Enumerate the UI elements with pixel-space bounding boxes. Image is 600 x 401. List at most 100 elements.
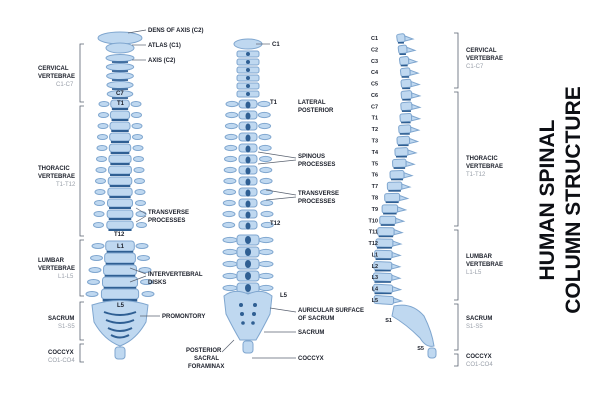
front-brackets [79, 43, 84, 363]
side-spinous-process [409, 69, 420, 76]
side-disc [383, 212, 397, 215]
back-transverse-left [225, 100, 239, 108]
front-cervical-vertebra [106, 81, 134, 89]
back-sacral-foramina [239, 303, 257, 325]
front-thoracic-disc [111, 119, 129, 121]
side-vertebra-label: T8 [372, 195, 378, 201]
back-marker-l5: L5 [280, 293, 288, 299]
back-lumbar-transverse-left [222, 260, 238, 268]
back-thoracic-spinous [245, 222, 251, 230]
side-disc [399, 53, 406, 55]
side-coccyx [427, 347, 437, 359]
side-vertebra-body [399, 67, 411, 77]
front-transverse-right [135, 200, 146, 206]
back-transverse-left [224, 144, 238, 152]
front-region-thoracic-range: T1-T12 [56, 182, 76, 188]
back-lumbar-spinous [245, 260, 251, 268]
marker-t12: T12 [114, 232, 125, 238]
front-thoracic-disc [109, 207, 131, 209]
side-disc [393, 167, 406, 169]
back-lumbar-transverse-right [258, 272, 274, 280]
front-transverse-left [98, 112, 109, 118]
back-lumbar-transverse-right [258, 260, 274, 268]
front-transverse-left [93, 211, 105, 217]
side-spinous-process [410, 126, 421, 133]
callout-atlas: ATLAS (C1) [148, 43, 181, 49]
side-disc [391, 178, 404, 181]
back-transverse-right [258, 144, 272, 152]
side-vertebra-label: T2 [372, 127, 378, 133]
back-label-transverse-2: PROCESSES [298, 199, 335, 205]
side-region-cervical-2: VERTEBRAE [466, 56, 503, 62]
side-disc [399, 133, 410, 135]
side-disc [402, 87, 411, 90]
front-thoracic-disc [109, 196, 131, 198]
front-lumbar-disc [106, 251, 134, 254]
back-thoracic-spinous [245, 200, 251, 208]
back-transverse-left [224, 133, 238, 141]
side-spinous-process [391, 251, 402, 259]
side-vertebra-label: T1 [372, 116, 378, 122]
callout-transverse-2: PROCESSES [148, 218, 185, 224]
back-label-foramina-3: FORAMINAX [188, 364, 224, 370]
side-vertebra-label: T10 [369, 218, 378, 224]
front-transverse-left [96, 156, 107, 162]
back-label-auricular-2: OF SACRUM [298, 316, 334, 322]
back-lumbar-transverse-left [222, 236, 238, 244]
side-brackets [454, 32, 459, 367]
back-transverse-left [222, 221, 236, 229]
back-thoracic-spinous [245, 167, 251, 175]
front-transverse-right [131, 112, 142, 118]
side-spinous-process [404, 35, 415, 42]
marker-c7: C7 [116, 91, 124, 97]
front-lumbar-vertebra [102, 276, 139, 288]
back-transverse-right [259, 155, 272, 163]
back-label-coccyx: COCCYX [298, 356, 324, 362]
front-thoracic-disc [110, 152, 130, 154]
back-lumbar-spinous [245, 272, 251, 280]
front-lumbar-transverse-left [88, 267, 102, 273]
front-thoracic-disc [111, 130, 129, 132]
back-transverse-right [257, 100, 271, 108]
side-disc [385, 201, 399, 204]
back-label-transverse-1: TRANSVERSE [298, 191, 339, 197]
back-cervical-spinous [246, 84, 250, 88]
callout-dens: DENS OF AXIS (C2) [148, 28, 203, 34]
side-region-cervical-range: C1-C7 [466, 64, 484, 70]
side-region-thoracic-range: T1-T12 [466, 172, 486, 178]
callout-axis: AXIS (C2) [148, 58, 175, 64]
side-disc [388, 190, 401, 192]
back-label-auricular-1: AURICULAR SURFACE [298, 308, 364, 314]
side-vertebra-label: T5 [372, 161, 378, 167]
side-region-cervical-1: CERVICAL [466, 48, 497, 54]
side-spinous-process [393, 297, 404, 304]
back-callout-lines [221, 43, 297, 359]
side-vertebra-body [396, 33, 406, 43]
callout-intervertebral-2: DISKS [148, 280, 166, 286]
side-spinous-process [411, 115, 422, 122]
back-label-foramina-1: POSTERIOR [186, 348, 222, 354]
front-cervical-vertebra [106, 72, 134, 80]
side-vertebra-body [375, 238, 394, 248]
front-region-coccyx-range: CO1-CO4 [48, 358, 75, 364]
back-marker-t12: T12 [270, 221, 281, 227]
side-vertebra-label: T12 [369, 241, 378, 247]
back-view: C1 T1 T12 L5 LATERAL POSTERIOR SPINOUS P… [186, 38, 364, 370]
back-lumbar-transverse-left [222, 284, 238, 292]
front-thoracic-vertebra [107, 187, 133, 197]
side-disc [376, 247, 392, 249]
back-label-foramina-2: SACRAL [194, 356, 219, 362]
front-transverse-right [133, 167, 145, 173]
side-vertebra-body [377, 227, 395, 237]
back-transverse-right [260, 210, 274, 218]
side-vertebra-body [400, 101, 413, 112]
back-label-lateral-2: POSTERIOR [298, 108, 334, 114]
front-cervical-disc [112, 97, 128, 99]
side-vertebra-body [400, 90, 413, 100]
front-thoracic-vertebra [109, 132, 131, 142]
back-label-lateral-1: LATERAL [298, 100, 326, 106]
front-cervical-vertebra [105, 54, 135, 62]
front-region-thoracic-2: VERTEBRAE [38, 174, 75, 180]
front-region-lumbar-2: VERTEBRAE [38, 266, 75, 272]
back-lumbar-spinous [245, 284, 251, 292]
